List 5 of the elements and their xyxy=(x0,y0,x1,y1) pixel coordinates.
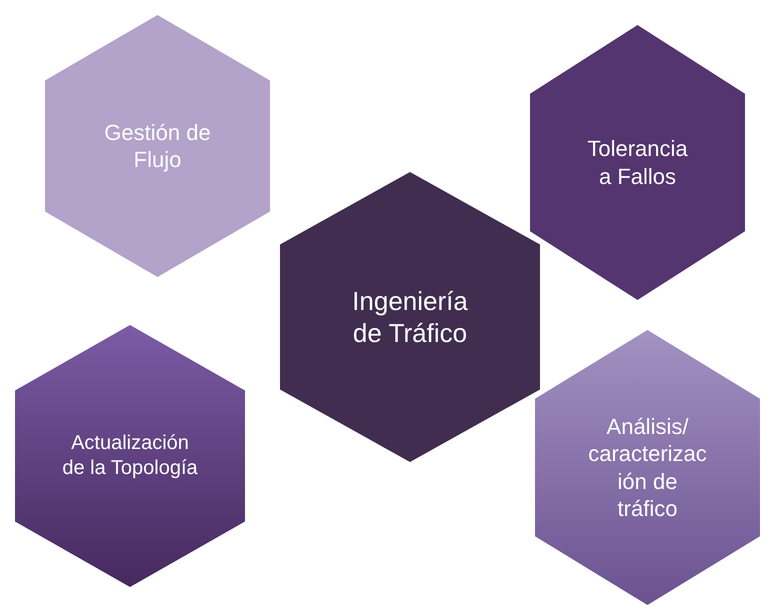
hexagon-label: Gestión de Flujo xyxy=(103,118,212,174)
hexagon-label: Análisis/ caracterización de tráfico xyxy=(588,412,708,522)
hexagon-label: Ingeniería de Tráfico xyxy=(351,284,469,350)
hexagon-label: Actualización de la Topología xyxy=(61,431,199,481)
hexagon-label: Tolerancia a Fallos xyxy=(586,135,689,190)
